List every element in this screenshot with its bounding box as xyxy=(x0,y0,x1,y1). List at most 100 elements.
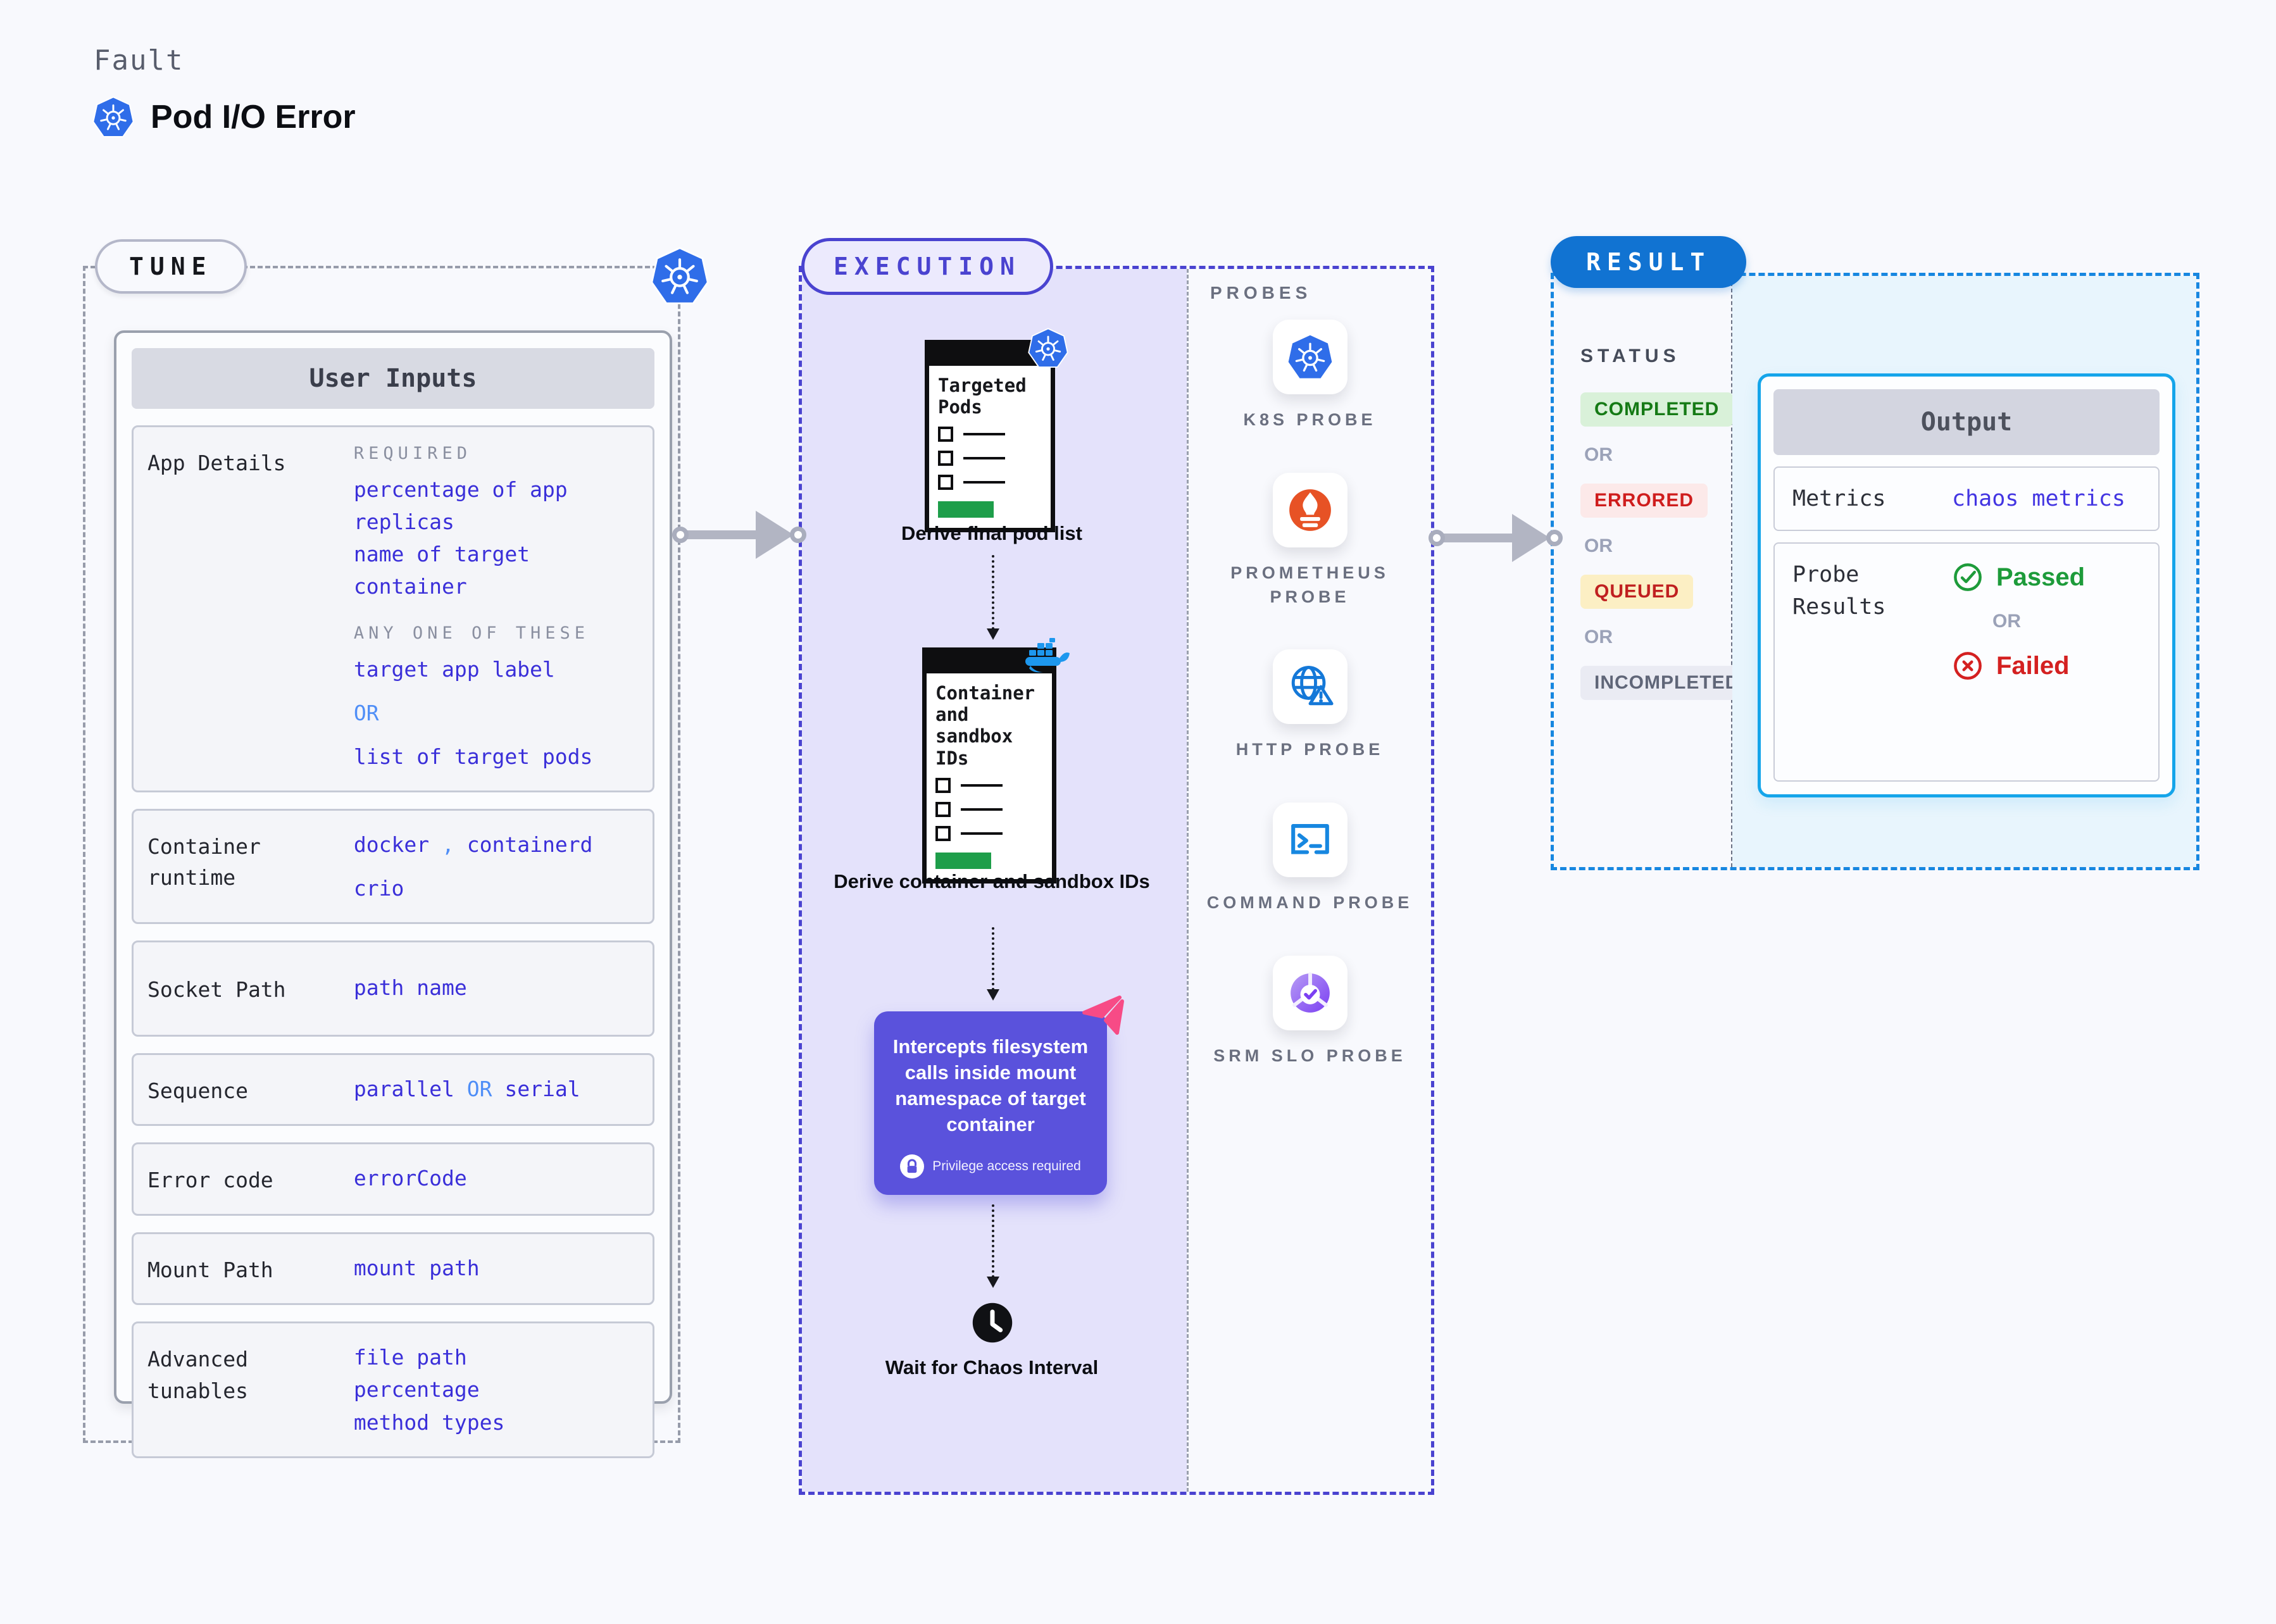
tune-to-execution-arrow xyxy=(672,508,808,561)
checkbox-icon xyxy=(938,475,953,490)
status-title: STATUS xyxy=(1580,346,1680,366)
http-globe-icon xyxy=(1291,666,1334,706)
metrics-row: Metrics chaos metrics xyxy=(1773,466,2160,531)
page-title: Pod I/O Error xyxy=(151,99,356,135)
option-value: target app label xyxy=(353,656,555,682)
privilege-note-text: Privilege access required xyxy=(932,1159,1081,1174)
row-values: errorCode xyxy=(353,1166,467,1191)
row-values: parallel OR serial xyxy=(353,1076,580,1101)
or-separator: OR xyxy=(1584,444,1613,465)
prometheus-icon xyxy=(1289,489,1331,531)
checkbox-icon xyxy=(935,801,951,817)
probe-results-values: Passed OR Failed xyxy=(1952,559,2085,765)
user-inputs-title: User Inputs xyxy=(132,348,654,409)
output-area: Output Metrics chaos metrics Probe Resul… xyxy=(1732,276,2196,867)
required-value: percentage of app replicas xyxy=(353,477,568,535)
metrics-value: chaos metrics xyxy=(1952,485,2125,511)
passed-row: Passed xyxy=(1952,561,2085,593)
row-values: path name xyxy=(353,975,467,1001)
clock-icon xyxy=(972,1302,1013,1343)
status-column: STATUS COMPLETED OR ERRORED OR QUEUED OR… xyxy=(1554,276,1754,867)
row-advanced-tunables: Advanced tunables file path percentage m… xyxy=(132,1321,654,1458)
step-caption: Derive final pod list xyxy=(901,522,1082,544)
row-label: Mount Path xyxy=(147,1257,273,1282)
probe-item: PROMETHEUS PROBE xyxy=(1189,472,1431,609)
or-separator: OR xyxy=(466,1076,492,1101)
option-value: list of target pods xyxy=(353,744,593,769)
probe-label: HTTP PROBE xyxy=(1235,740,1384,759)
kubernetes-icon xyxy=(1028,328,1068,368)
row-label: Sequence xyxy=(147,1078,248,1103)
checkbox-icon xyxy=(938,427,953,442)
row-values: REQUIRED percentage of app replicas name… xyxy=(354,445,639,773)
output-card: Output Metrics chaos metrics Probe Resul… xyxy=(1758,373,2175,797)
probe-card xyxy=(1272,472,1347,547)
required-tag: REQUIRED xyxy=(353,444,472,463)
row-label: Socket Path xyxy=(147,977,286,1003)
kubernetes-icon xyxy=(1287,334,1334,380)
fault-eyebrow: Fault xyxy=(94,44,184,77)
any-one-tag: ANY ONE OF THESE xyxy=(353,623,589,643)
container-ids-node: Container and sandbox IDs xyxy=(922,638,1070,884)
result-pill: RESULT xyxy=(1551,236,1747,288)
probe-results-row: Probe Results Passed OR xyxy=(1773,542,2160,782)
execution-section: Targeted Pods Derive final pod list Cont… xyxy=(799,266,1434,1495)
row-values: docker , containerd crio xyxy=(354,828,639,904)
or-separator: OR xyxy=(353,700,379,725)
green-bar xyxy=(935,852,991,869)
status-badge: COMPLETED xyxy=(1580,392,1734,427)
probes-panel: PROBES K8S PROBE PROMETHEUS PROBE xyxy=(1187,269,1431,1492)
runtime-value: docker , containerd xyxy=(353,832,593,857)
runtime-value: crio xyxy=(353,876,404,901)
failed-row: Failed xyxy=(1952,650,2085,682)
step-caption: Derive container and sandbox IDs xyxy=(834,870,1150,892)
probe-label: K8S PROBE xyxy=(1243,410,1377,429)
privilege-note: Privilege access required xyxy=(889,1154,1092,1178)
probe-item: COMMAND PROBE xyxy=(1189,803,1431,915)
docker-icon xyxy=(1025,638,1070,673)
row-container-runtime: Container runtime docker , containerd cr… xyxy=(132,808,654,925)
status-badges: COMPLETED OR ERRORED OR QUEUED OR INCOMP… xyxy=(1580,392,1754,700)
status-badge: INCOMPLETED xyxy=(1580,666,1754,700)
row-label: Error code xyxy=(147,1168,273,1193)
green-bar xyxy=(938,501,994,518)
kubernetes-icon xyxy=(92,96,134,138)
failed-label: Failed xyxy=(1996,652,2070,680)
probe-label: COMMAND PROBE xyxy=(1206,893,1413,913)
row-socket-path: Socket Path path name xyxy=(132,940,654,1037)
user-inputs-card: User Inputs App Details REQUIRED percent… xyxy=(114,330,672,1458)
result-section: STATUS COMPLETED OR ERRORED OR QUEUED OR… xyxy=(1551,273,2199,870)
checkbox-icon xyxy=(935,777,951,793)
probe-card xyxy=(1272,320,1347,394)
probe-label: SRM SLO PROBE xyxy=(1213,1046,1406,1065)
probe-label: PROMETHEUS PROBE xyxy=(1230,563,1389,606)
x-circle-icon xyxy=(1954,652,1982,680)
row-error-code: Error code errorCode xyxy=(132,1142,654,1216)
row-label: Advanced tunables xyxy=(147,1347,248,1403)
row-sequence: Sequence parallel OR serial xyxy=(132,1052,654,1127)
or-separator: OR xyxy=(1584,535,1613,556)
row-values: file path percentage method types xyxy=(353,1345,505,1435)
status-badge: QUEUED xyxy=(1580,575,1694,609)
probe-item: K8S PROBE xyxy=(1189,320,1431,432)
probe-item: HTTP PROBE xyxy=(1189,649,1431,762)
checkbox-icon xyxy=(938,451,953,466)
dotted-connector xyxy=(987,927,999,1001)
intercept-text: Intercepts filesystem calls inside mount… xyxy=(892,1035,1089,1135)
status-badge: ERRORED xyxy=(1580,484,1708,518)
lock-icon xyxy=(900,1154,925,1178)
or-separator: OR xyxy=(1992,611,2021,632)
step-caption: Wait for Chaos Interval xyxy=(885,1356,1099,1378)
check-circle-icon xyxy=(1954,563,1982,591)
targeted-pods-node: Targeted Pods xyxy=(925,340,1055,533)
probes-title: PROBES xyxy=(1210,283,1312,303)
clipboard-title: Targeted Pods xyxy=(938,375,1027,418)
execution-to-result-arrow xyxy=(1429,511,1564,565)
passed-label: Passed xyxy=(1996,563,2085,591)
output-title: Output xyxy=(1773,389,2160,455)
srm-slo-icon xyxy=(1290,972,1330,1013)
chaos-pink-icon xyxy=(1082,996,1124,1035)
probe-card xyxy=(1272,803,1347,878)
probe-card xyxy=(1272,955,1347,1030)
terminal-icon xyxy=(1291,824,1329,854)
